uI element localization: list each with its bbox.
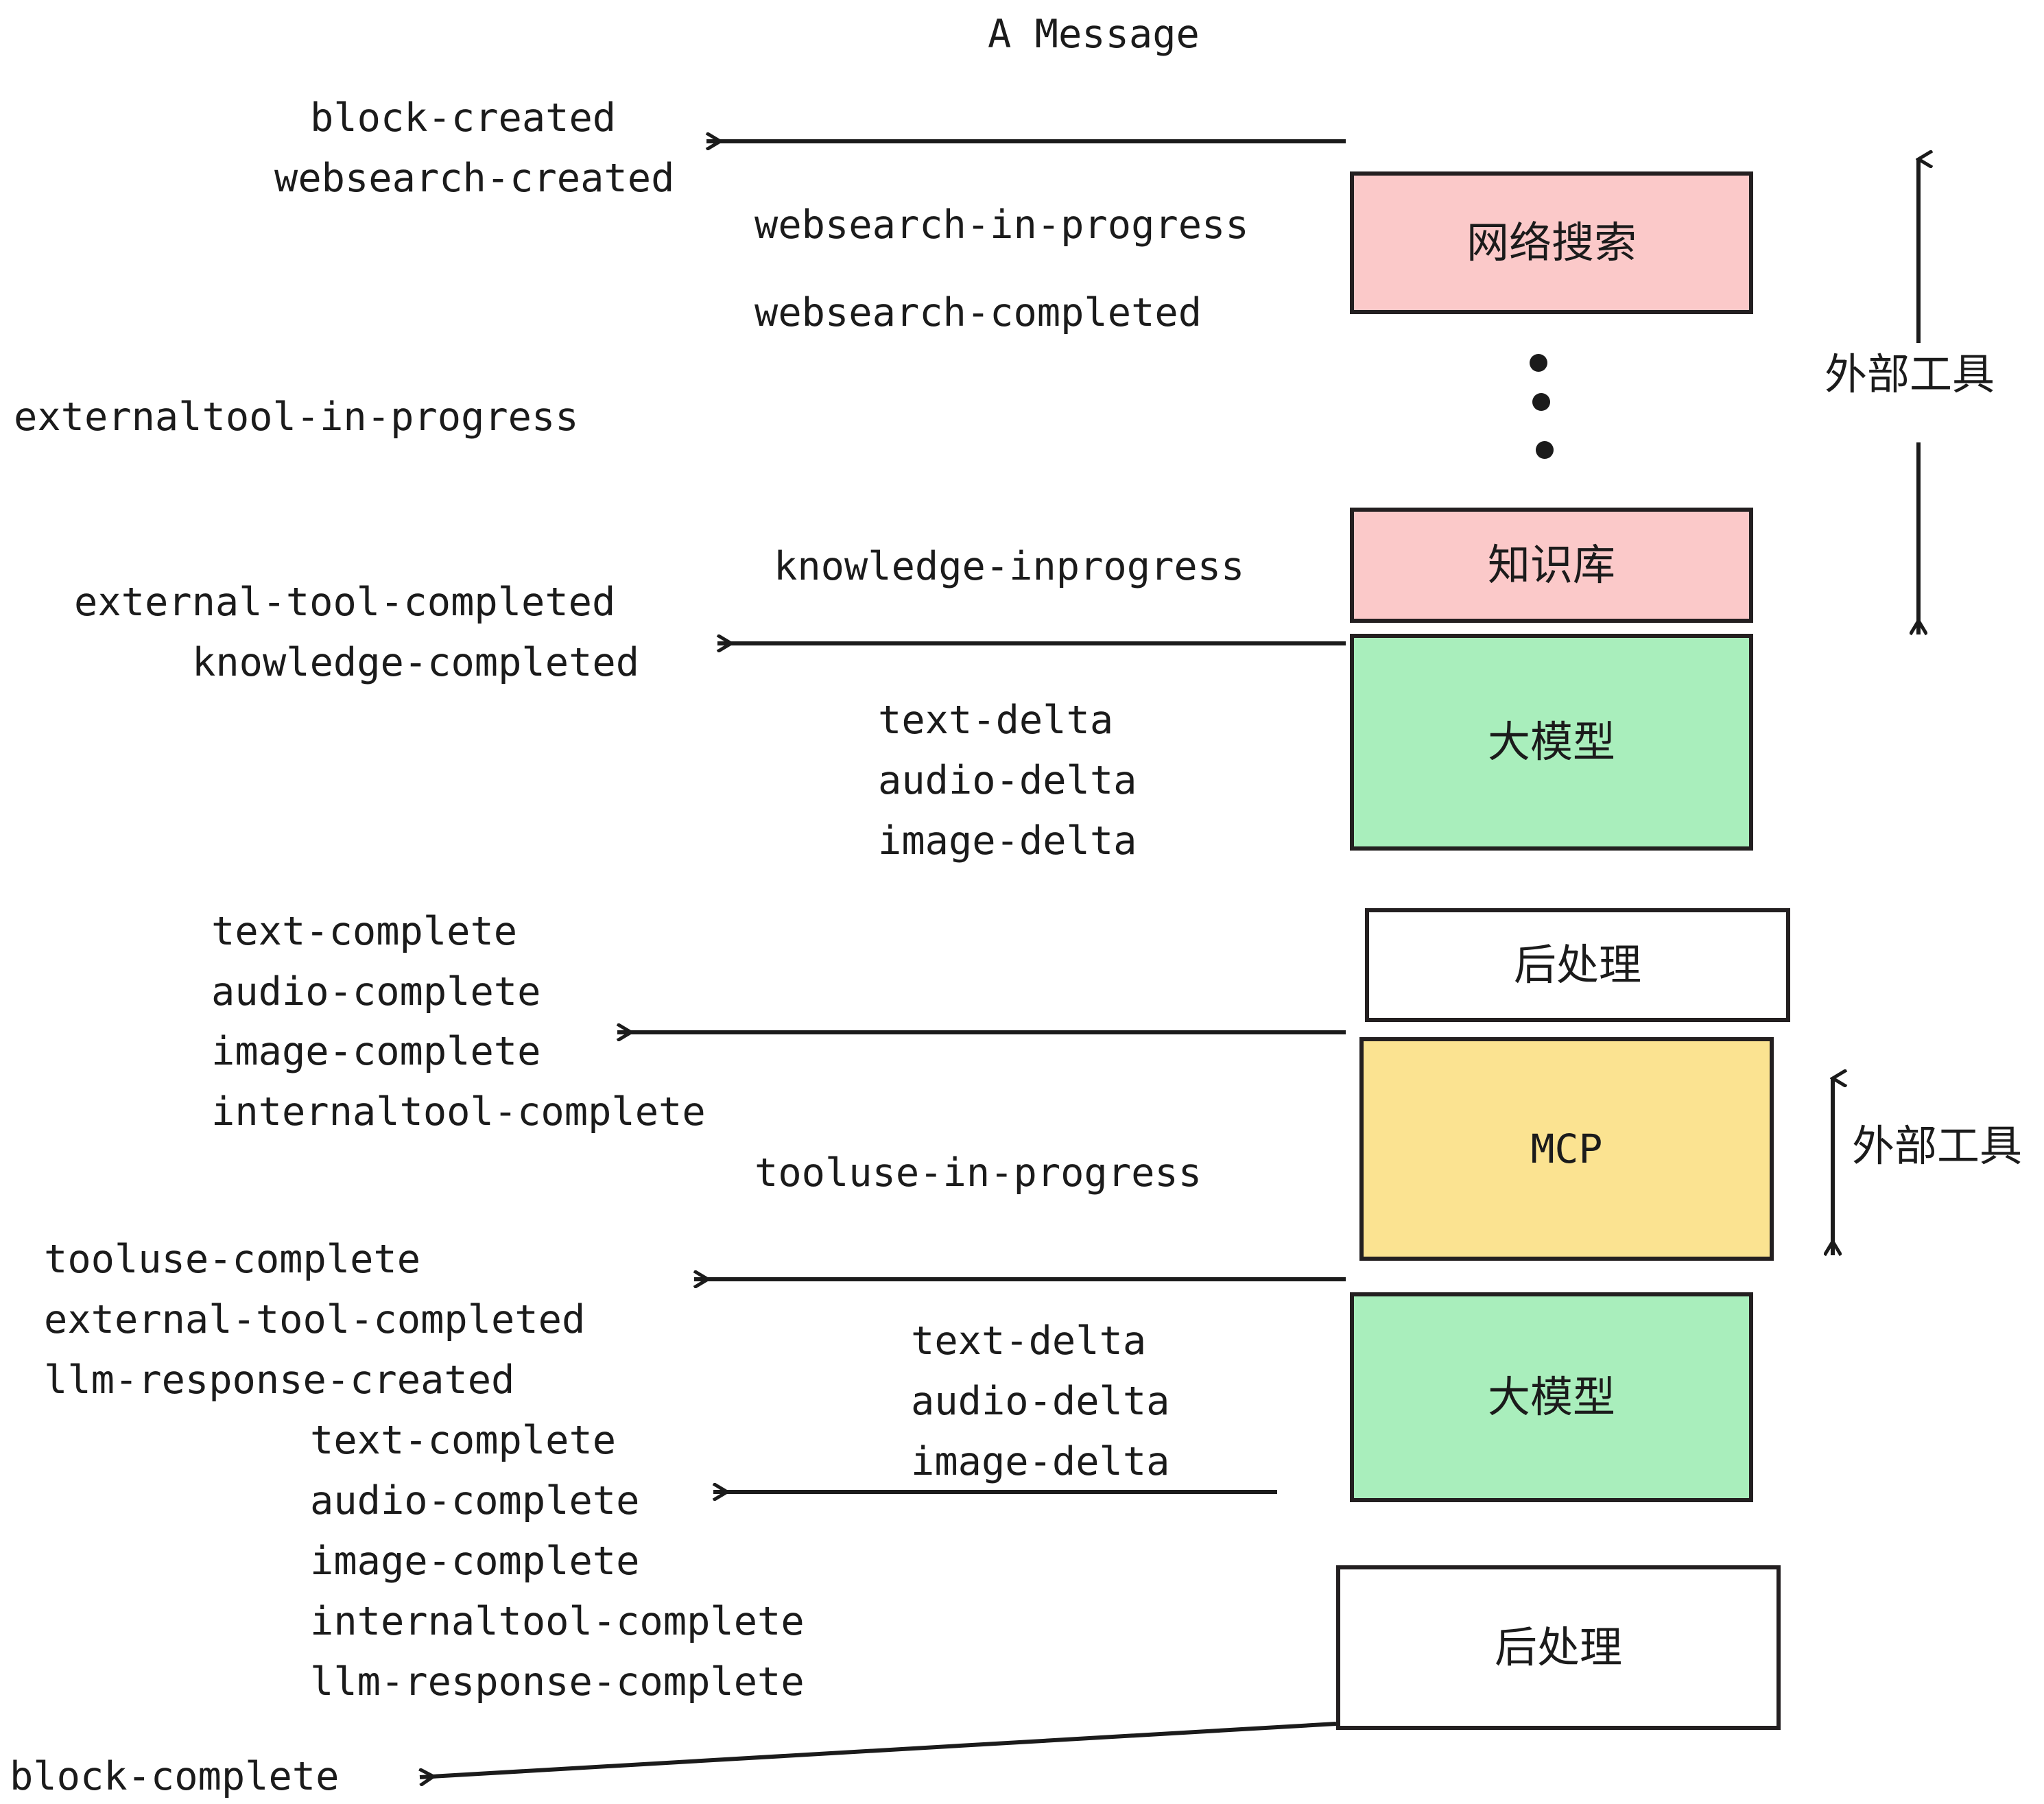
arrow-block-complete: [420, 1722, 1337, 1777]
event-text-complete-1: text-complete: [211, 909, 518, 954]
diagram-title: A Message: [988, 12, 1200, 57]
ellipsis-dot: [1536, 441, 1554, 459]
ellipsis-dot: [1532, 393, 1550, 411]
event-tooluse-complete: tooluse-complete: [44, 1237, 421, 1282]
box-knowledge: 知识库: [1350, 508, 1753, 623]
label-external-tools-bottom: 外部工具: [1852, 1121, 2023, 1171]
box-llm-bottom: 大模型: [1350, 1292, 1753, 1502]
event-external-tool-completed-1: external-tool-completed: [74, 580, 616, 625]
event-image-delta-1: image-delta: [878, 818, 1137, 864]
event-external-tool-completed-2: external-tool-completed: [44, 1297, 586, 1342]
event-tooluse-in-progress: tooluse-in-progress: [754, 1150, 1202, 1196]
event-websearch-completed: websearch-completed: [754, 290, 1202, 335]
event-audio-complete-2: audio-complete: [310, 1478, 640, 1523]
event-audio-delta-2: audio-delta: [911, 1379, 1170, 1424]
box-mcp: MCP: [1359, 1037, 1774, 1261]
box-llm-top-label: 大模型: [1487, 717, 1615, 767]
event-text-delta-1: text-delta: [878, 698, 1114, 743]
event-websearch-in-progress: websearch-in-progress: [754, 202, 1249, 248]
event-image-delta-2: image-delta: [911, 1439, 1170, 1484]
box-postprocess-1-label: 后处理: [1513, 940, 1641, 990]
event-internaltool-complete-2: internaltool-complete: [310, 1599, 805, 1644]
event-llm-response-created: llm-response-created: [44, 1357, 515, 1403]
event-websearch-created: websearch-created: [274, 156, 675, 201]
box-knowledge-label: 知识库: [1487, 540, 1615, 590]
event-text-delta-2: text-delta: [911, 1318, 1147, 1364]
box-mcp-label: MCP: [1530, 1126, 1603, 1172]
event-llm-response-complete: llm-response-complete: [310, 1659, 805, 1705]
box-websearch-label: 网络搜索: [1466, 217, 1637, 268]
event-block-complete: block-complete: [10, 1754, 340, 1799]
box-postprocess-2: 后处理: [1336, 1565, 1781, 1730]
event-internaltool-complete-1: internaltool-complete: [211, 1089, 706, 1135]
box-postprocess-2-label: 后处理: [1494, 1622, 1622, 1672]
event-audio-delta-1: audio-delta: [878, 758, 1137, 803]
event-externaltool-in-progress: externaltool-in-progress: [14, 394, 579, 440]
event-audio-complete-1: audio-complete: [211, 969, 541, 1014]
box-websearch: 网络搜索: [1350, 171, 1753, 314]
event-image-complete-1: image-complete: [211, 1029, 541, 1074]
ellipsis-dot: [1530, 354, 1547, 372]
event-knowledge-inprogress: knowledge-inprogress: [774, 544, 1245, 589]
box-llm-bottom-label: 大模型: [1487, 1372, 1615, 1422]
box-postprocess-1: 后处理: [1365, 908, 1790, 1022]
event-text-complete-2: text-complete: [310, 1418, 617, 1463]
label-external-tools-top: 外部工具: [1825, 349, 1995, 399]
event-block-created: block-created: [310, 95, 617, 141]
event-knowledge-completed: knowledge-completed: [192, 640, 640, 685]
event-image-complete-2: image-complete: [310, 1539, 640, 1584]
box-llm-top: 大模型: [1350, 634, 1753, 851]
